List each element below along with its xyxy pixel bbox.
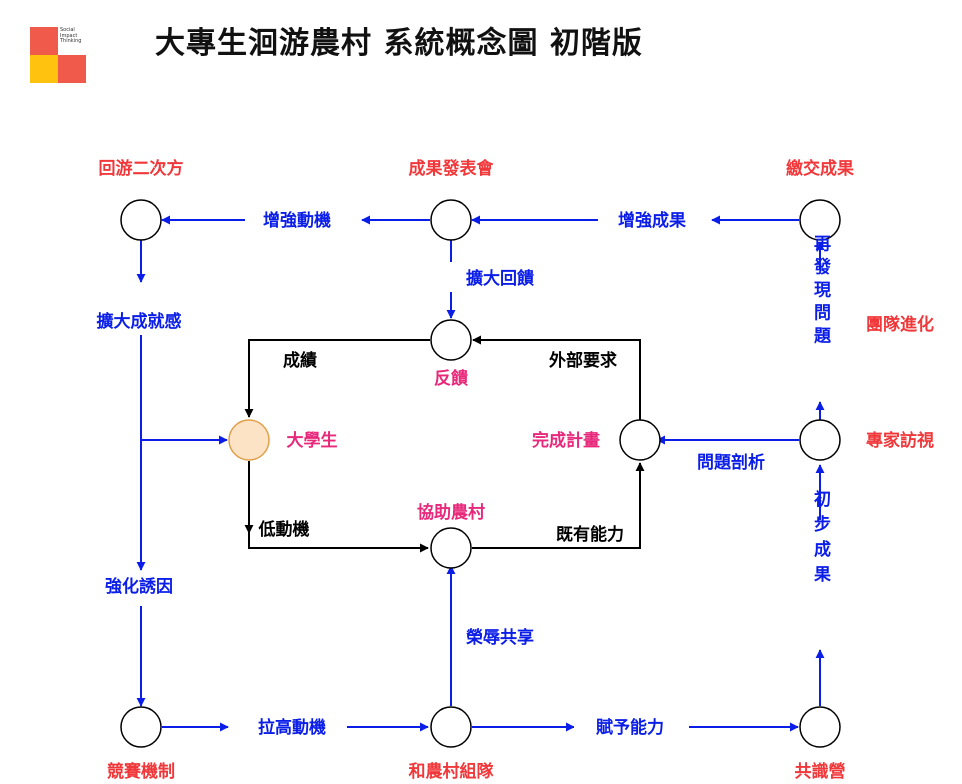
node-complete-plan <box>619 419 661 461</box>
logo-wordmark: Social Impact Thinking <box>60 27 82 44</box>
label-grades: 成績 <box>283 350 317 371</box>
node-feedback <box>430 319 472 361</box>
social-impact-thinking-logo: Social Impact Thinking <box>30 27 86 83</box>
node-submit-results <box>799 199 841 241</box>
label-empower-capability: 賦予能力 <box>596 717 664 738</box>
label-expand-achievement: 擴大成就感 <box>97 311 182 332</box>
label-expand-feedback: 擴大回饋 <box>466 268 535 289</box>
node-team-with-village <box>430 706 472 748</box>
label-strengthen-incentive: 強化誘因 <box>105 576 173 597</box>
label-huiyou: 回游二次方 <box>99 158 184 179</box>
label-team-with-village: 和農村組隊 <box>409 761 495 782</box>
edge-feedback-to-student <box>244 339 430 418</box>
label-external-requirements: 外部要求 <box>549 350 617 371</box>
label-complete-plan: 完成計畫 <box>532 430 600 451</box>
label-existing-capability: 既有能力 <box>556 524 624 545</box>
node-presentation <box>430 199 472 241</box>
label-team-evolution: 團隊進化 <box>866 314 934 335</box>
label-expert-visit: 專家訪視 <box>866 430 934 451</box>
logo-square-top <box>30 27 58 55</box>
label-low-motivation: 低動機 <box>258 519 310 540</box>
edge-plan-to-feedback <box>472 335 641 420</box>
label-problem-analysis: 問題剖析 <box>697 452 765 473</box>
page-title: 大專生洄游農村 系統概念圖 初階版 <box>155 26 643 61</box>
edge-student-to-help <box>248 461 429 553</box>
logo-square-bottom-right <box>58 55 86 83</box>
edge-help-to-plan <box>472 462 645 549</box>
label-enhance-results: 增強成果 <box>618 210 686 231</box>
label-rediscover-problem: 再發現問題 <box>810 234 832 349</box>
logo-square-bottom-left <box>30 55 58 83</box>
node-expert-visit <box>799 419 841 461</box>
label-feedback: 反饋 <box>434 368 469 389</box>
node-competition <box>120 706 162 748</box>
label-enhance-motivation: 增強動機 <box>263 210 331 231</box>
label-submit-results: 繳交成果 <box>786 158 854 179</box>
label-student: 大學生 <box>287 430 338 451</box>
node-huiyou <box>120 199 162 241</box>
label-shared-honor: 榮辱共享 <box>466 627 534 648</box>
node-help-village <box>430 527 472 569</box>
label-competition: 競賽機制 <box>107 761 175 782</box>
node-student <box>228 419 270 461</box>
label-consensus-camp: 共識營 <box>795 761 846 782</box>
label-raise-motivation: 拉高動機 <box>258 717 326 738</box>
label-initial-results: 初步成果 <box>810 489 831 590</box>
label-presentation: 成果發表會 <box>409 158 495 179</box>
label-help-village: 協助農村 <box>417 502 485 523</box>
node-consensus-camp <box>799 706 841 748</box>
